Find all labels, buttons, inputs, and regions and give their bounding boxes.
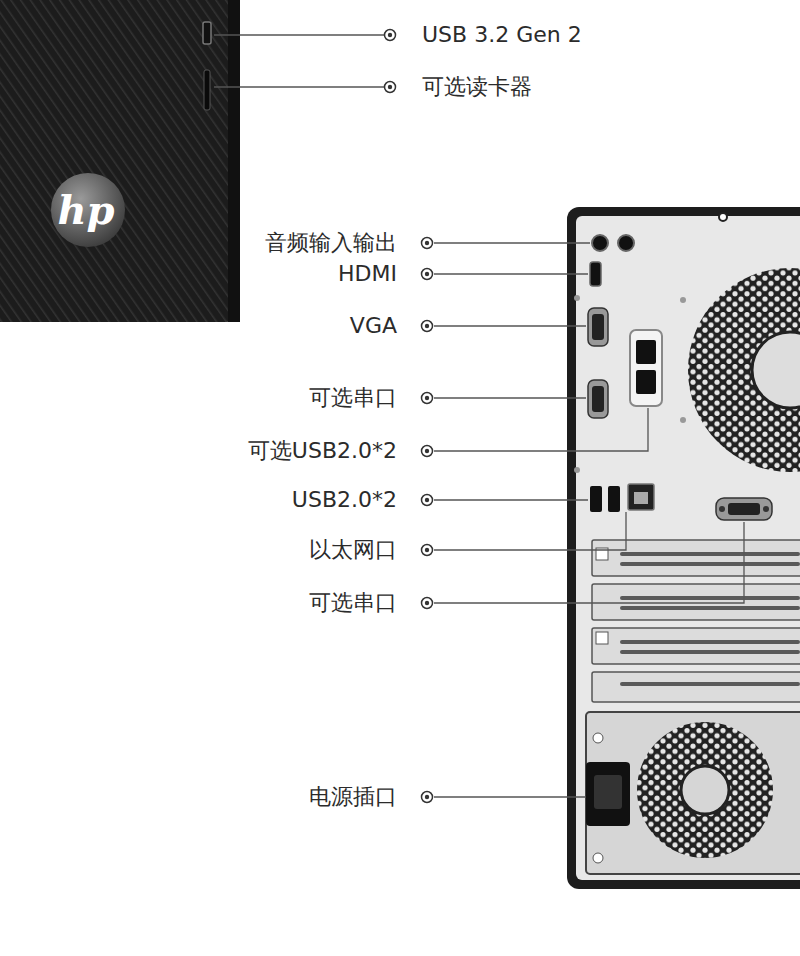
serial-port (588, 380, 608, 418)
port-label: USB 3.2 Gen 2 (422, 22, 582, 48)
case-fan (688, 268, 800, 472)
port-label: HDMI (338, 261, 397, 287)
port-label: 可选读卡器 (422, 74, 532, 100)
usb-port (590, 486, 602, 512)
usb-port-front (203, 22, 211, 44)
front-panel (0, 0, 240, 322)
hdmi-port (590, 262, 601, 286)
expansion-slots (592, 540, 800, 702)
hp-logo-circle (51, 173, 125, 247)
audio-jack (618, 235, 634, 251)
port-label: 以太网口 (309, 537, 397, 563)
port-label: 电源插口 (309, 784, 397, 810)
power-socket (586, 762, 630, 826)
front-edge (228, 0, 240, 322)
port-label: 可选串口 (309, 385, 397, 411)
optional-usb-bracket (630, 330, 662, 406)
vga-port (588, 308, 608, 346)
serial-port-horizontal (716, 498, 772, 520)
port-label: VGA (350, 313, 397, 339)
port-label: 可选串口 (309, 590, 397, 616)
leader-lines (214, 35, 744, 797)
ethernet-port (628, 484, 654, 510)
port-label: 可选USB2.0*2 (248, 438, 397, 464)
psu (586, 712, 800, 874)
brand-logo: hp (57, 190, 114, 230)
usb-port (608, 486, 620, 512)
leader-dots (385, 30, 433, 803)
port-label: USB2.0*2 (292, 487, 397, 513)
card-reader-slot (204, 70, 210, 110)
psu-fan (637, 722, 773, 858)
audio-jack (592, 235, 608, 251)
port-label: 音频输入输出 (265, 230, 397, 256)
